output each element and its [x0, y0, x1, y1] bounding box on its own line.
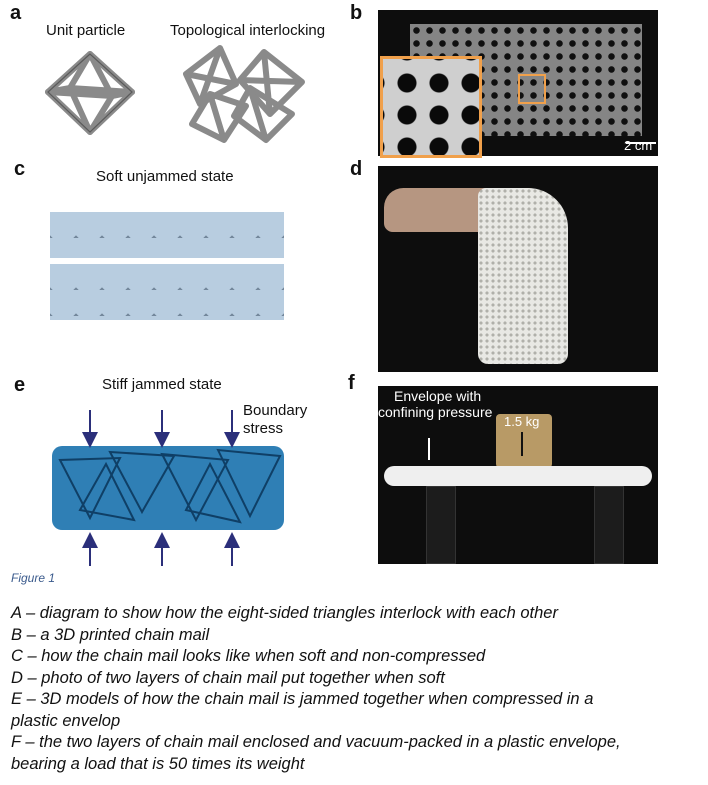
panel-a-title-left: Unit particle	[46, 22, 126, 39]
boundary-stress-label-2: stress	[243, 420, 284, 437]
stiff-jammed-render	[52, 410, 284, 566]
panel-e-title: Stiff jammed state	[102, 376, 222, 393]
boundary-stress-label-1: Boundary	[243, 402, 308, 419]
panel-label-a: a	[10, 2, 22, 24]
weight-label: 1.5 kg	[504, 414, 540, 429]
unit-particle-diagram	[45, 51, 135, 135]
legend-line-e-cont: plastic envelop	[11, 711, 121, 730]
zoom-inset	[380, 56, 482, 158]
legend-line-f-cont: bearing a load that is 50 times its weig…	[11, 754, 305, 773]
loaded-envelope-photo: Envelope with confining pressure 1.5 kg	[378, 386, 658, 564]
panel-label-f: f	[348, 372, 355, 394]
panel-label-d: d	[350, 158, 363, 180]
scale-bar-label: 2 cm	[624, 138, 653, 153]
interlocking-diagram	[183, 45, 305, 143]
envelope-label-1: Envelope with	[394, 388, 482, 404]
legend-line-c: C – how the chain mail looks like when s…	[11, 647, 486, 665]
legend-line-d: D – photo of two layers of chain mail pu…	[11, 668, 445, 687]
legend-line-b: B – a 3D printed chain mail	[11, 625, 210, 644]
legend-line-a: A – diagram to show how the eight-sided …	[11, 604, 558, 622]
figure-legend: A – diagram to show how the eight-sided …	[11, 603, 708, 775]
panel-a-title-right: Topological interlocking	[170, 22, 326, 39]
legend-line-f: F – the two layers of chain mail enclose…	[11, 733, 621, 751]
panel-label-e: e	[14, 374, 26, 396]
envelope-label-2: confining pressure	[378, 404, 493, 420]
panel-label-b: b	[350, 2, 363, 24]
soft-unjammed-render	[50, 212, 284, 320]
chain-mail-photo: 2 cm	[378, 10, 658, 158]
panel-c-title: Soft unjammed state	[96, 168, 234, 185]
legend-line-e: E – 3D models of how the chain mail is j…	[11, 690, 594, 708]
hand-chain-mail-photo	[378, 166, 658, 372]
panel-label-c: c	[14, 158, 26, 180]
figure-label: Figure 1	[11, 571, 56, 585]
